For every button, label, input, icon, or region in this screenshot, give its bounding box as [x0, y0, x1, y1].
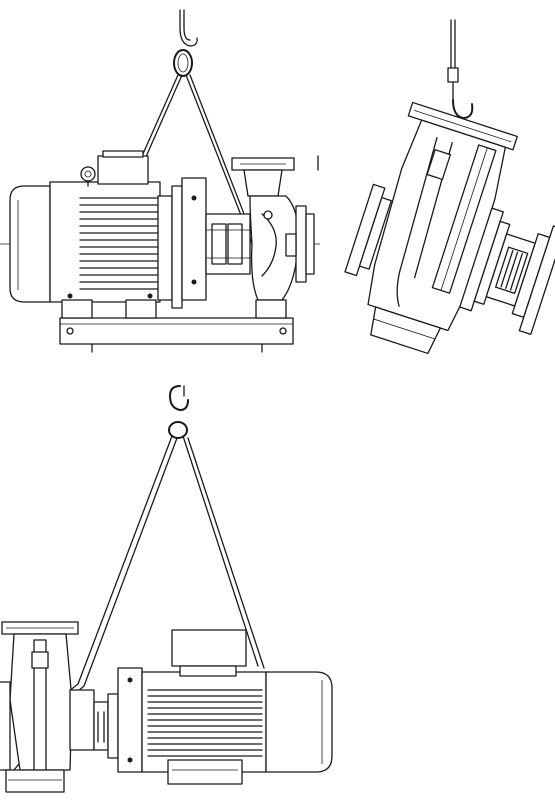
pump-icon	[0, 621, 143, 793]
motor-icon	[9, 150, 207, 319]
baseplate-icon	[59, 317, 294, 353]
hook-icon	[447, 19, 474, 120]
motor-fins	[147, 689, 263, 757]
figure-pump-unit-horizontal-lift	[0, 9, 320, 353]
hook-icon	[173, 9, 198, 77]
figure-pump-head-lift	[344, 19, 555, 355]
figure-pump-motor-lift	[0, 385, 333, 793]
pump-casing-icon	[344, 101, 555, 355]
motor-icon	[141, 629, 333, 785]
coupling-lantern-icon	[205, 213, 251, 275]
pump-icon	[231, 155, 319, 319]
motor-fins	[79, 197, 159, 290]
hook-icon	[168, 385, 189, 439]
